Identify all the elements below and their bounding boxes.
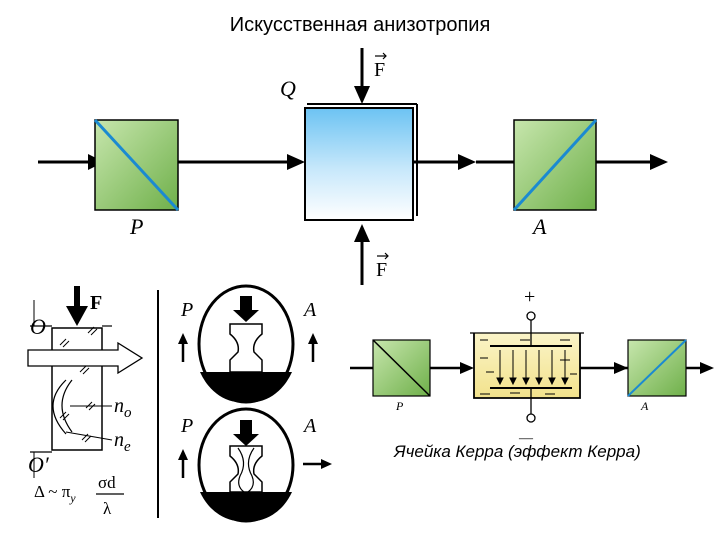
formula-numerator: σd	[98, 473, 116, 492]
polarizer-axis	[93, 118, 180, 212]
formula-lhs: Δ ~ πy	[34, 482, 76, 505]
terminal-icon	[526, 413, 536, 423]
p-label: P	[180, 415, 193, 437]
arrow-down-icon	[354, 86, 370, 104]
wavefront-o	[61, 379, 73, 433]
fringe-panels: P A P A	[178, 284, 332, 523]
stressed-sample	[51, 327, 103, 451]
terminal-icon	[526, 311, 536, 321]
kerr-polarizer-label: P	[395, 399, 404, 413]
fringe-line	[237, 447, 245, 493]
fringe-line	[247, 447, 255, 493]
kerr-caption: Ячейка Керра (эффект Керра)	[394, 442, 641, 461]
n-e-label: ne	[114, 429, 131, 455]
fringe-panel-loaded: P A	[178, 407, 332, 523]
arrow-icon	[460, 362, 474, 374]
analyzer-label: A	[531, 214, 547, 239]
force-bottom-label: F	[376, 259, 387, 281]
a-label: A	[302, 299, 317, 321]
field-lines	[496, 350, 569, 386]
arrow-icon	[287, 154, 305, 170]
specimen	[229, 445, 263, 493]
wavefront-e	[52, 379, 67, 435]
kerr-analyzer-label: A	[640, 399, 649, 413]
liquid-marks	[480, 339, 577, 395]
kerr-setup: P A + —	[350, 286, 714, 446]
fringe-panel-unloaded: P A	[178, 284, 318, 404]
arrow-icon	[458, 154, 476, 170]
n-o-label: no	[114, 395, 132, 421]
formula-denominator: λ	[103, 499, 112, 518]
arrow-up-icon	[354, 224, 370, 242]
minus-terminal-label: —	[518, 431, 534, 446]
a-label: A	[302, 415, 317, 437]
sample-label: Q	[280, 76, 296, 101]
arrow-icon	[614, 362, 628, 374]
light-beam-arrow	[27, 341, 144, 375]
top-optical-setup: P Q F F A	[38, 48, 668, 285]
arrow-icon	[650, 154, 668, 170]
force-top-label: F	[374, 59, 385, 81]
specimen	[229, 323, 263, 373]
axis-o-label: O	[30, 314, 46, 339]
page-title: Искусственная анизотропия	[229, 14, 491, 36]
plus-terminal-label: +	[524, 286, 535, 308]
polarizer-label: P	[129, 214, 143, 239]
force-label: F	[90, 292, 102, 314]
photoelastic-panel: F O O′ no ne Δ ~ πy σd λ	[27, 286, 144, 518]
sample-block	[304, 107, 414, 221]
arrow-icon	[700, 362, 714, 374]
p-label: P	[180, 299, 193, 321]
axis-o-prime-label: O′	[28, 452, 50, 477]
analyzer-axis	[512, 118, 598, 212]
arrow-down-icon	[66, 306, 88, 326]
